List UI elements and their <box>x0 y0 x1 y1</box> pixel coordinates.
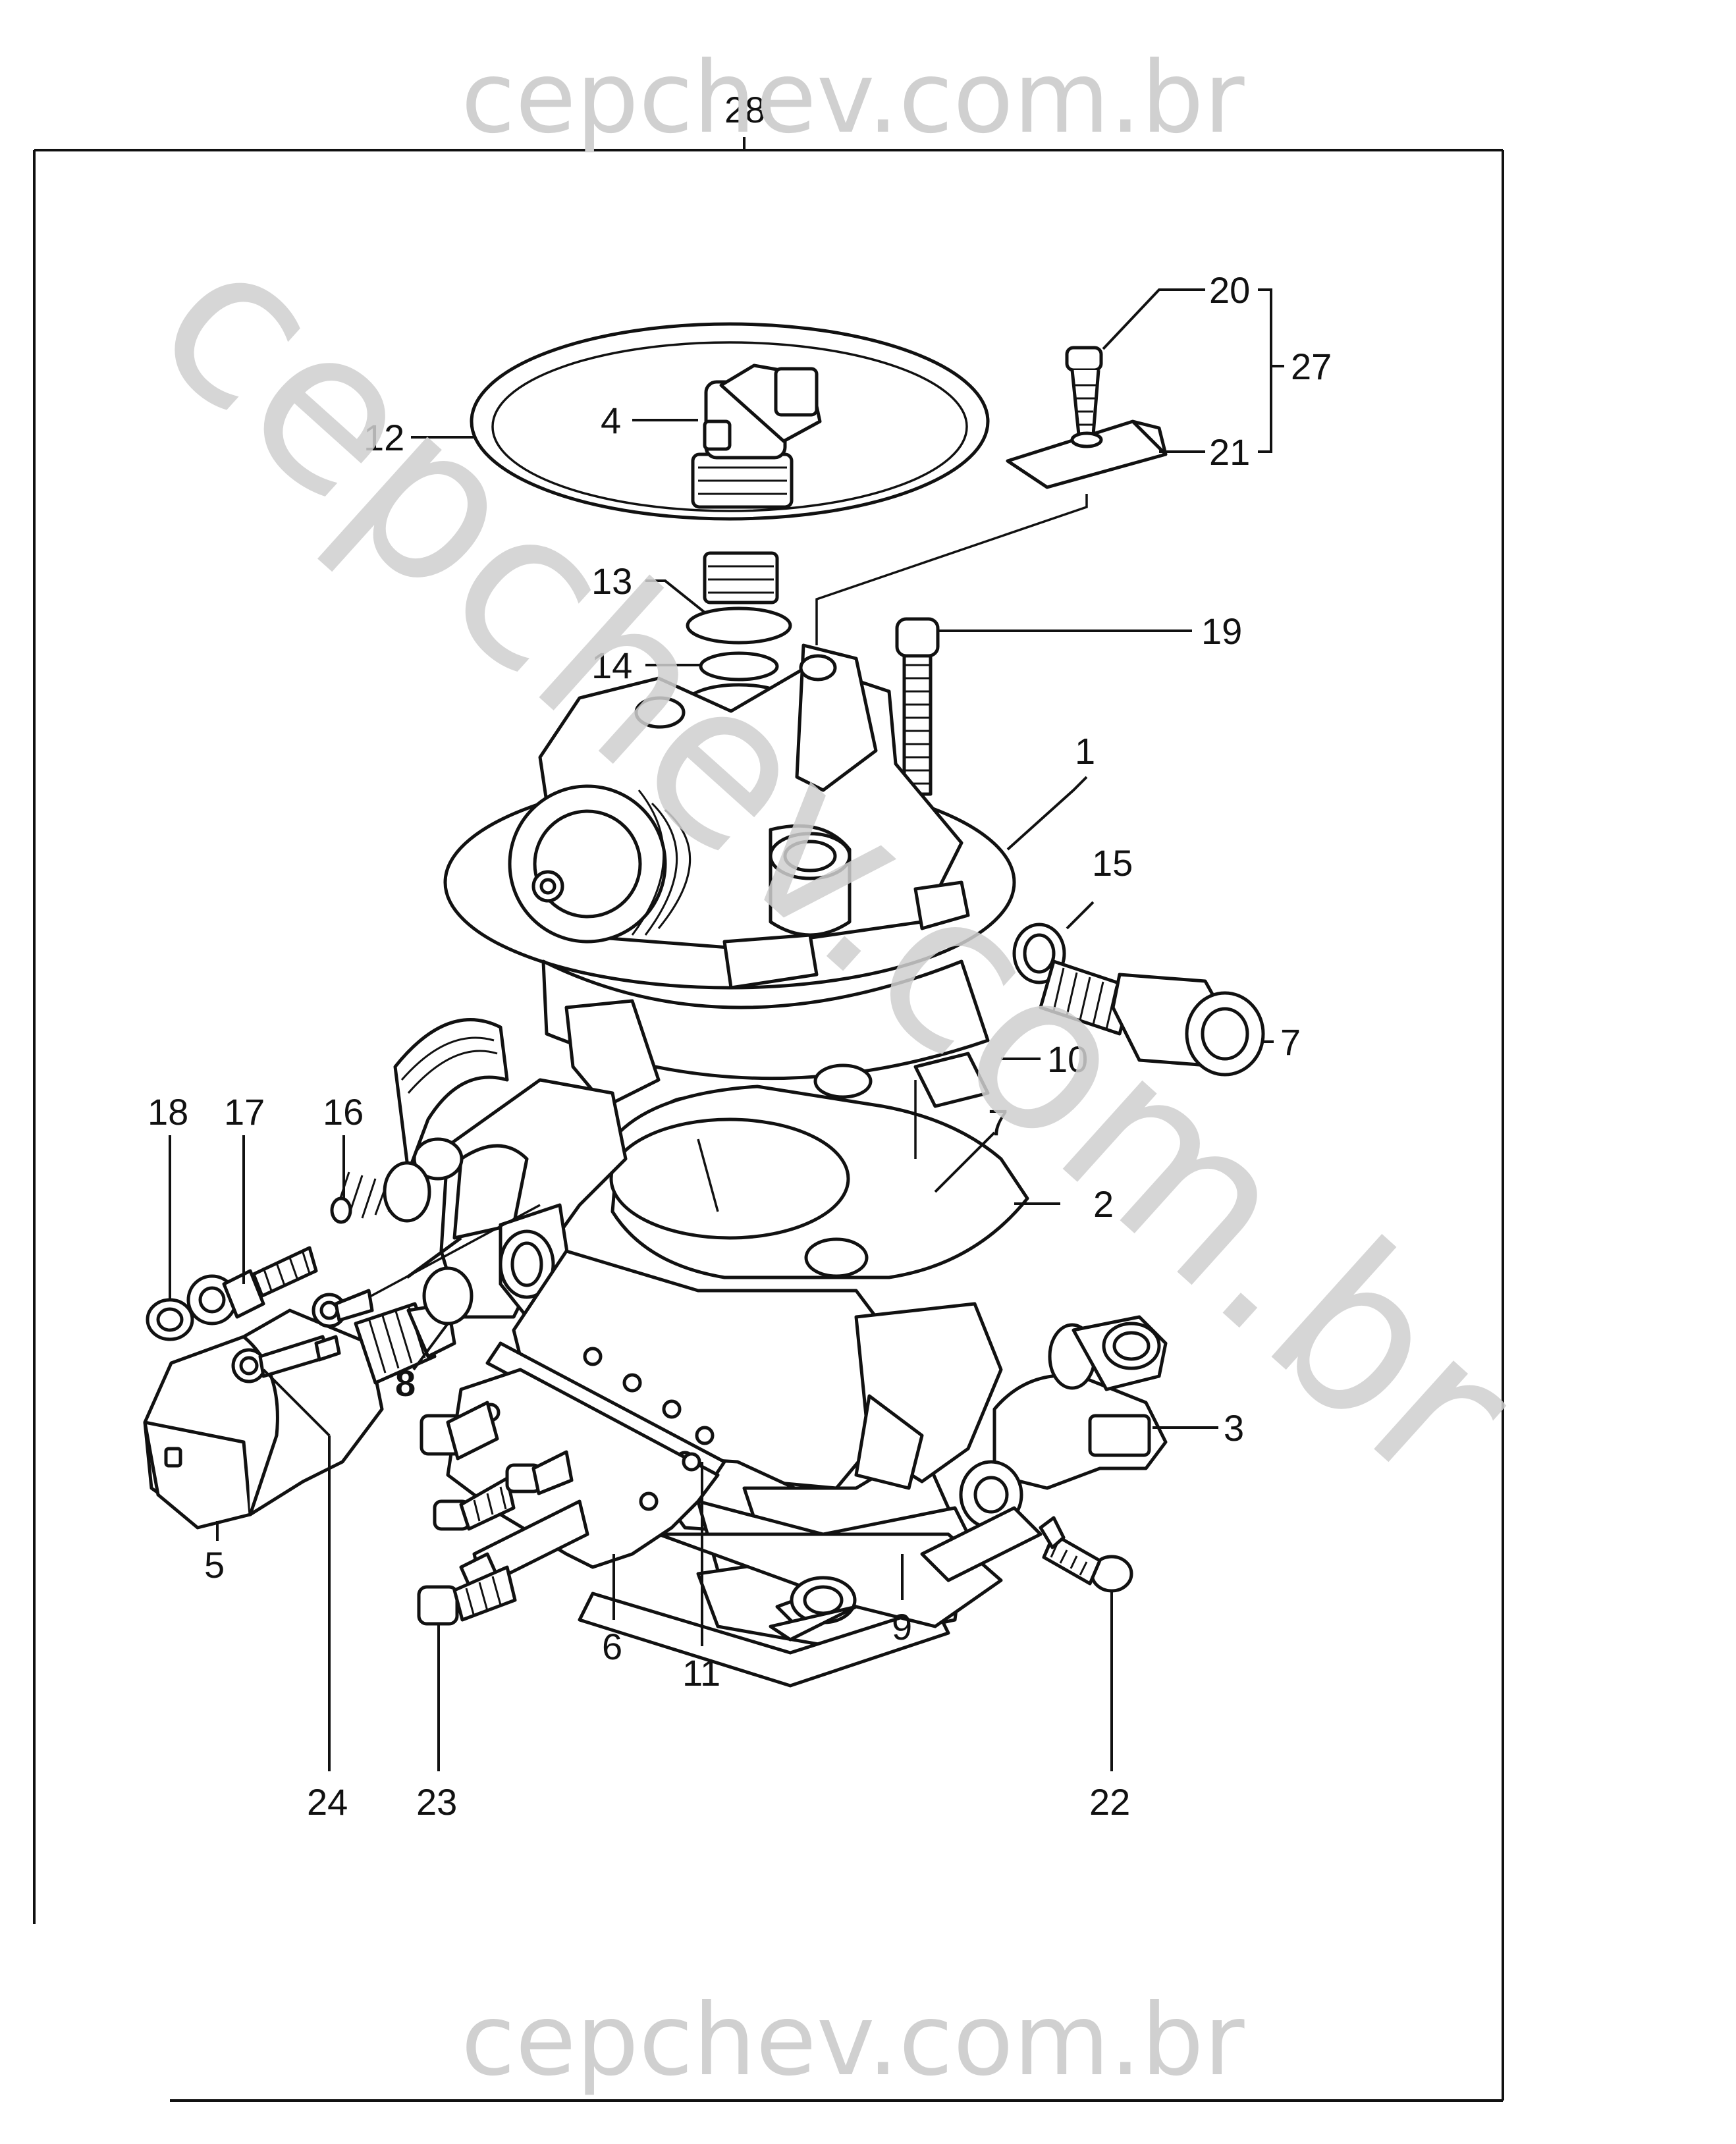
part-spring <box>330 1161 431 1224</box>
callout-13: 13 <box>591 560 632 602</box>
callout-2: 2 <box>1093 1183 1114 1225</box>
callout-6: 6 <box>602 1626 622 1667</box>
callout-7-right: 7 <box>1280 1021 1301 1063</box>
callout-17: 17 <box>224 1091 265 1133</box>
callout-21: 21 <box>1209 431 1250 473</box>
diagram-frame <box>33 137 1504 2102</box>
callout-3: 3 <box>1224 1407 1244 1449</box>
callout-14: 14 <box>591 645 632 686</box>
callout-8: 8 <box>395 1362 416 1404</box>
part-fuel-fitting-right <box>1039 959 1265 1077</box>
part-upper-housing <box>443 643 1016 1169</box>
part-small-screw <box>1039 1516 1133 1593</box>
watermark-bottom: cepchev.com.br <box>461 1983 1245 2098</box>
callout-23: 23 <box>416 1781 457 1823</box>
part-injector <box>691 363 822 604</box>
callout-20: 20 <box>1209 269 1250 311</box>
callout-28: 28 <box>724 89 765 130</box>
callout-24: 24 <box>307 1781 348 1823</box>
callout-7-left: 7 <box>988 1102 1008 1143</box>
part-idle-motor <box>143 1289 456 1530</box>
part-long-screw <box>895 617 940 796</box>
callout-12: 12 <box>364 417 404 458</box>
callout-labels: 28 20 27 21 12 4 13 19 14 1 15 7 10 18 1… <box>148 89 1332 1823</box>
callout-1: 1 <box>1075 730 1095 772</box>
callout-27: 27 <box>1291 346 1332 387</box>
callout-16: 16 <box>323 1091 364 1133</box>
callout-4: 4 <box>601 400 621 441</box>
callout-19: 19 <box>1201 610 1242 652</box>
leader-lines <box>169 288 1284 1771</box>
part-screw-washer <box>146 1246 318 1341</box>
callout-15: 15 <box>1092 842 1133 884</box>
part-flange <box>657 1532 1003 1642</box>
callout-11: 11 <box>682 1652 720 1694</box>
callout-10: 10 <box>1047 1038 1088 1080</box>
callout-18: 18 <box>148 1091 188 1133</box>
part-cover-plate <box>417 1368 720 1626</box>
part-gasket-plate <box>609 1063 1029 1279</box>
callout-9: 9 <box>892 1606 912 1648</box>
part-throttle-sensor <box>920 1315 1168 1582</box>
watermark-top: cepchev.com.br <box>461 41 1245 155</box>
part-screw-and-clip <box>1006 346 1168 489</box>
callout-5: 5 <box>204 1544 225 1586</box>
callout-22: 22 <box>1089 1781 1130 1823</box>
